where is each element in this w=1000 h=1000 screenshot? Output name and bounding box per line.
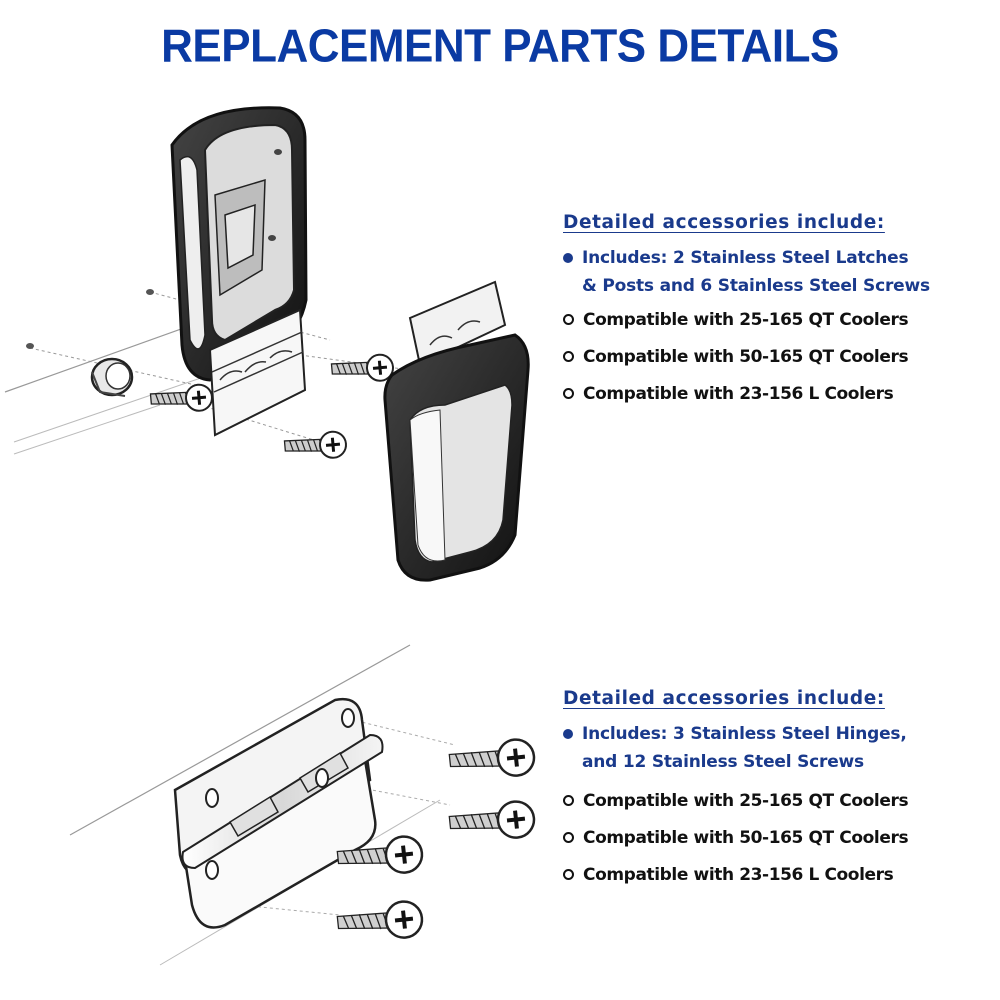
latch-post — [90, 357, 134, 397]
compat-text: Compatible with 50-165 QT Coolers — [583, 828, 909, 848]
latch-compat-item: Compatible with 50-165 QT Coolers — [563, 344, 995, 370]
hinge-includes-line2: and 12 Stainless Steel Screws — [582, 752, 864, 772]
page-title: REPLACEMENT PARTS DETAILS — [161, 20, 839, 73]
latch-includes-line2: & Posts and 6 Stainless Steel Screws — [582, 276, 930, 296]
latch-handle — [383, 280, 530, 582]
compat-text: Compatible with 25-165 QT Coolers — [583, 310, 909, 330]
compat-text: Compatible with 23-156 L Coolers — [583, 865, 894, 885]
hinge-compat-item: Compatible with 23-156 L Coolers — [563, 862, 995, 888]
hinge-compat-item: Compatible with 50-165 QT Coolers — [563, 825, 995, 851]
open-bullet-icon — [563, 869, 574, 880]
hinge-exploded-illustration — [69, 644, 536, 966]
hinge-includes-line1: Includes: 3 Stainless Steel Hinges, — [582, 724, 907, 744]
filled-bullet-icon — [563, 253, 573, 263]
open-bullet-icon — [563, 832, 574, 843]
compat-text: Compatible with 23-156 L Coolers — [583, 384, 894, 404]
latch-keeper — [170, 106, 308, 437]
latch-includes: Includes: 2 Stainless Steel Latches — [563, 245, 995, 271]
hinge-details: Detailed accessories include: Includes: … — [563, 688, 995, 888]
latch-details-heading: Detailed accessories include: — [563, 212, 885, 233]
filled-bullet-icon — [563, 729, 573, 739]
latch-screws — [149, 353, 394, 459]
open-bullet-icon — [563, 388, 574, 399]
open-bullet-icon — [563, 795, 574, 806]
latch-details: Detailed accessories include: Includes: … — [563, 212, 995, 407]
open-bullet-icon — [563, 351, 574, 362]
hinge-screws — [336, 738, 536, 939]
latch-exploded-illustration — [4, 106, 530, 582]
hinge-includes: Includes: 3 Stainless Steel Hinges, — [563, 721, 995, 747]
compat-text: Compatible with 50-165 QT Coolers — [583, 347, 909, 367]
compat-text: Compatible with 25-165 QT Coolers — [583, 791, 909, 811]
latch-compat-item: Compatible with 25-165 QT Coolers — [563, 307, 995, 333]
hinge-compat-item: Compatible with 25-165 QT Coolers — [563, 788, 995, 814]
latch-compat-item: Compatible with 23-156 L Coolers — [563, 381, 995, 407]
latch-includes-line1: Includes: 2 Stainless Steel Latches — [582, 248, 909, 268]
hinge-details-heading: Detailed accessories include: — [563, 688, 885, 709]
open-bullet-icon — [563, 314, 574, 325]
